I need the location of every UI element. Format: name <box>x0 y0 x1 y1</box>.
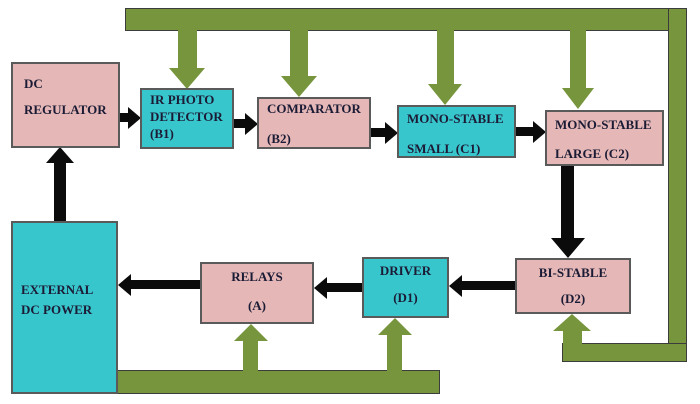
arrow-ir-photo-detector-to-comparator-head <box>245 113 258 135</box>
block-dc-regulator: DC REGULATOR <box>11 62 120 148</box>
block-mono-stable-small: MONO-STABLE SMALL (C1) <box>397 105 516 158</box>
arrow-driver-to-relays-head <box>314 277 327 299</box>
arrow-relays-to-external-dc-power-head <box>118 274 131 296</box>
arrow-comparator-to-mono-stable-small-stem <box>371 128 386 137</box>
block-external-dc-power-label-line2: DC POWER <box>21 302 93 317</box>
block-ir-photo-detector: IR PHOTO DETECTOR (B1) <box>140 88 234 149</box>
green-arrow-to-comparator-head <box>281 76 317 97</box>
green-arrow-to-ir-photo-detector-stem <box>178 29 197 70</box>
block-mono-stable-large: MONO-STABLE LARGE (C2) <box>545 110 664 166</box>
block-comparator-label-line2: (B2) <box>267 131 291 146</box>
arrow-mono-stable-large-to-bi-stable-head <box>551 238 585 258</box>
block-relays: RELAYS (A) <box>200 262 314 324</box>
green-power-bus-top-bar <box>125 8 687 31</box>
green-arrow-to-ir-photo-detector-head <box>169 68 205 89</box>
arrow-relays-to-external-dc-power-stem <box>129 280 201 289</box>
green-arrow-to-bi-stable-stem <box>563 329 582 345</box>
green-arrow-to-comparator-stem <box>290 29 308 77</box>
green-arrow-to-bi-stable-head <box>553 314 591 331</box>
block-driver-label-line2: (D1) <box>393 290 418 305</box>
green-arrow-to-driver-stem <box>387 332 402 372</box>
arrow-bi-stable-to-driver-stem <box>460 281 516 290</box>
arrow-external-dc-power-to-dc-regulator-head <box>46 147 74 163</box>
arrow-mono-stable-small-to-mono-stable-large-stem <box>516 127 534 136</box>
block-bi-stable-label-line2: (D2) <box>560 291 586 306</box>
block-bi-stable-label-line1: BI-STABLE <box>538 265 608 280</box>
block-mono-stable-small-label-line1: MONO-STABLE <box>407 111 504 126</box>
green-arrow-to-mono-stable-large-stem <box>570 29 586 89</box>
block-relays-label-line1: RELAYS <box>231 269 283 284</box>
block-external-dc-power-label-line1: EXTERNAL <box>21 282 94 297</box>
block-driver-label-line1: DRIVER <box>379 263 432 278</box>
arrow-comparator-to-mono-stable-small-head <box>385 122 398 144</box>
block-comparator-label-line1: COMPARATOR <box>267 101 361 116</box>
green-power-bus-bottom-bar <box>117 370 440 394</box>
block-bi-stable: BI-STABLE (D2) <box>515 258 631 314</box>
arrow-mono-stable-large-to-bi-stable-stem <box>561 165 574 241</box>
arrow-driver-to-relays-stem <box>325 283 363 292</box>
arrow-external-dc-power-to-dc-regulator-stem <box>54 161 66 222</box>
arrow-ir-photo-detector-to-comparator-stem <box>234 119 246 128</box>
block-ir-photo-detector-label-line3: (B1) <box>150 126 174 141</box>
arrow-mono-stable-small-to-mono-stable-large-head <box>533 121 546 143</box>
green-power-bus-right-bar <box>668 8 687 344</box>
block-relays-label-line2: (A) <box>247 298 267 313</box>
green-arrow-to-mono-stable-small-stem <box>437 29 454 85</box>
block-mono-stable-large-label-line1: MONO-STABLE <box>555 117 652 132</box>
block-driver: DRIVER (D1) <box>362 257 449 318</box>
block-dc-regulator-label-line2: REGULATOR <box>24 102 107 117</box>
green-arrow-to-driver-head <box>378 318 412 335</box>
block-ir-photo-detector-label-line1: IR PHOTO <box>150 92 215 107</box>
block-comparator: COMPARATOR (B2) <box>257 97 371 149</box>
green-power-bus-elbow-bar <box>562 343 687 362</box>
block-dc-regulator-label-line1: DC <box>24 76 43 91</box>
block-mono-stable-small-label-line2: SMALL (C1) <box>407 141 481 156</box>
green-arrow-to-mono-stable-large-head <box>562 88 594 109</box>
block-external-dc-power: EXTERNAL DC POWER <box>11 221 118 394</box>
block-ir-photo-detector-label-line2: DETECTOR <box>150 109 223 124</box>
arrow-dc-regulator-to-ir-photo-detector-stem <box>120 113 129 122</box>
arrow-bi-stable-to-driver-head <box>449 275 462 297</box>
green-arrow-to-relays-stem <box>243 338 258 372</box>
arrow-dc-regulator-to-ir-photo-detector-head <box>128 107 141 129</box>
green-arrow-to-mono-stable-small-head <box>428 84 462 105</box>
block-mono-stable-large-label-line2: LARGE (C2) <box>555 146 630 161</box>
green-arrow-to-relays-head <box>234 324 268 341</box>
